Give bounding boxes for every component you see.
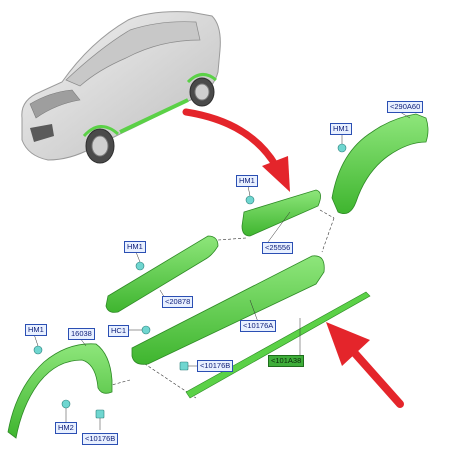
clip-icon xyxy=(141,325,151,335)
label-part-10176a: <10176A xyxy=(240,320,277,332)
clip-icon xyxy=(33,345,43,355)
clip-icon xyxy=(135,261,145,271)
front-door-trim xyxy=(105,235,219,313)
label-part-10176b: <10176B xyxy=(82,433,119,445)
red-arrow-top xyxy=(182,108,280,170)
label-hm1: HM1 xyxy=(236,175,258,187)
clip-icon xyxy=(245,195,255,205)
rear-wheel-arch xyxy=(331,113,429,215)
label-hm1: HM1 xyxy=(330,123,352,135)
label-part-16038: 16038 xyxy=(68,328,95,340)
side-sill-moulding xyxy=(131,255,325,365)
clip-icon xyxy=(61,399,71,409)
upper-rear-trim xyxy=(241,189,321,237)
red-arrow-bottom-head xyxy=(326,322,370,366)
front-wheel-arch xyxy=(7,343,113,439)
label-hc1: HC1 xyxy=(108,325,130,337)
clip-icon xyxy=(95,409,105,419)
label-hm2: HM2 xyxy=(55,422,77,434)
label-hm1: HM1 xyxy=(124,241,146,253)
clip-icon xyxy=(179,361,189,371)
label-part-20878: <20878 xyxy=(162,296,194,308)
label-part-25556: <25556 xyxy=(262,242,294,254)
assembly-lines xyxy=(107,209,335,399)
clip-icon xyxy=(337,143,347,153)
label-hm1: HM1 xyxy=(25,324,47,336)
leader-lines xyxy=(33,111,411,430)
label-part-290a60: <290A60 xyxy=(387,101,424,113)
label-part-10176b: <10176B xyxy=(197,360,234,372)
car-illustration xyxy=(21,11,221,164)
red-arrow-top-head xyxy=(262,156,290,192)
red-arrow-bottom xyxy=(348,346,404,408)
label-part-101a38: <101A38 xyxy=(268,355,305,367)
